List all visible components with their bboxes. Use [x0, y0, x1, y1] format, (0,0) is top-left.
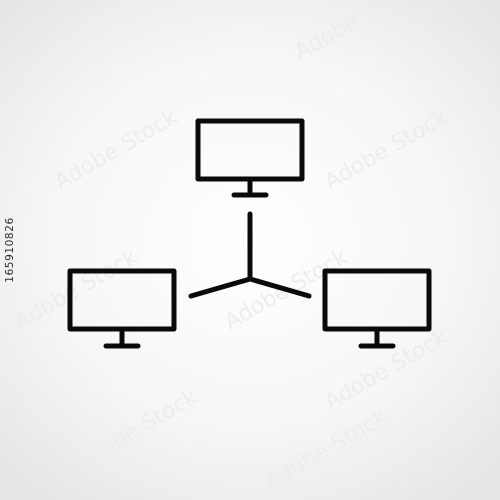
connector-right-branch: [247, 276, 312, 299]
stock-id-text: 165910826: [4, 217, 16, 283]
monitor-left: [67, 268, 177, 349]
icon-strokes: [67, 118, 432, 349]
monitor-top-screen: [195, 118, 305, 182]
stock-id-label: 165910826: [3, 0, 17, 500]
monitor-right-screen: [322, 268, 432, 332]
monitor-top: [195, 118, 305, 198]
monitor-left-screen: [67, 268, 177, 332]
network-connector: [188, 211, 312, 299]
connector-left-branch: [188, 276, 253, 299]
monitor-right: [322, 268, 432, 349]
